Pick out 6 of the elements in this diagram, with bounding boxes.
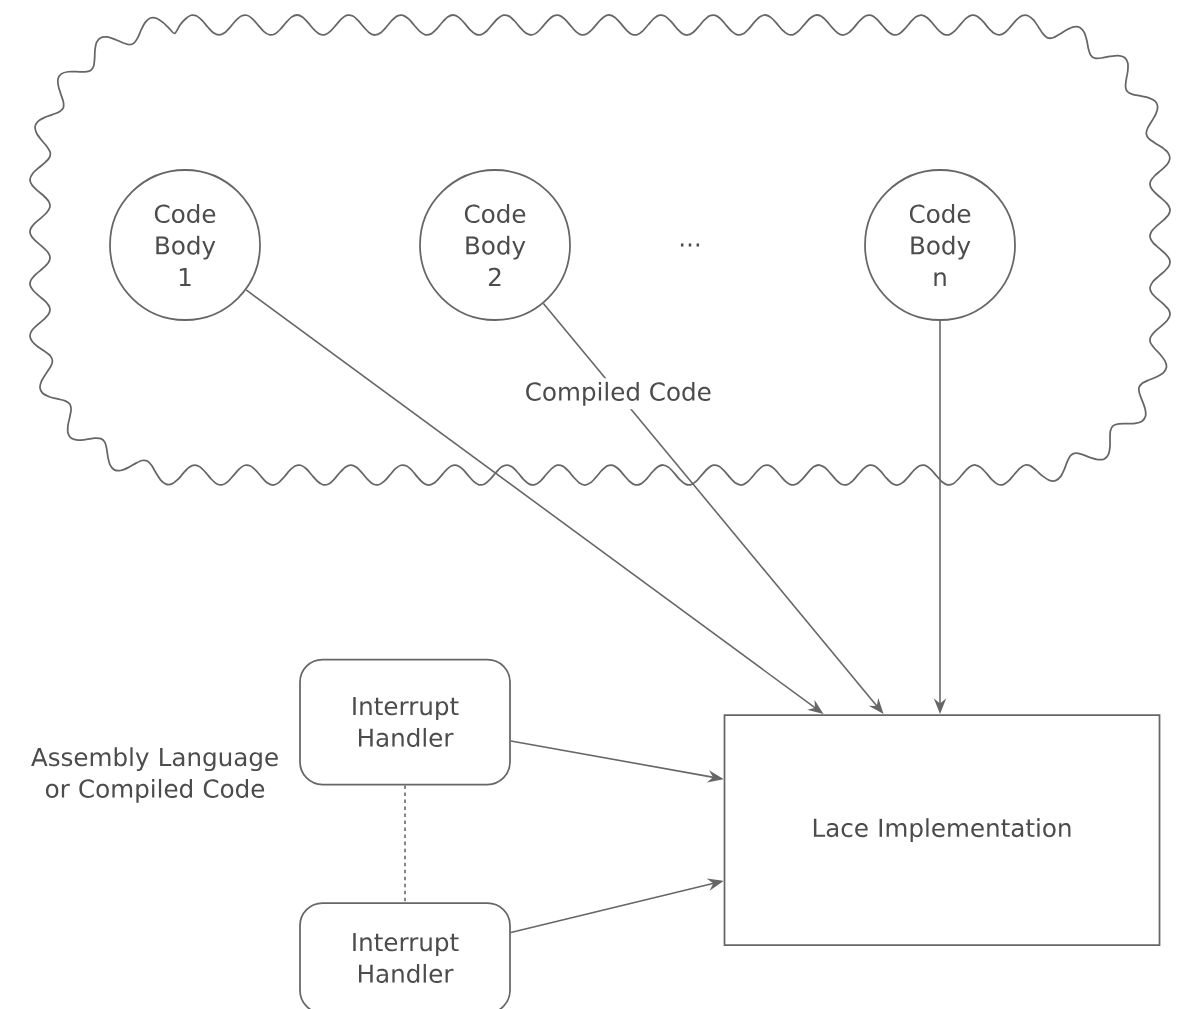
- handler-box: Interrupt Handler: [299, 902, 511, 1009]
- edge-label: Compiled Code: [526, 381, 711, 406]
- handler-box: Interrupt Handler: [299, 658, 511, 786]
- note-label: ...: [680, 243, 700, 247]
- note-label: Assembly Language or Compiled Code: [31, 747, 278, 803]
- implementation-box: Lace Implementation: [723, 714, 1161, 946]
